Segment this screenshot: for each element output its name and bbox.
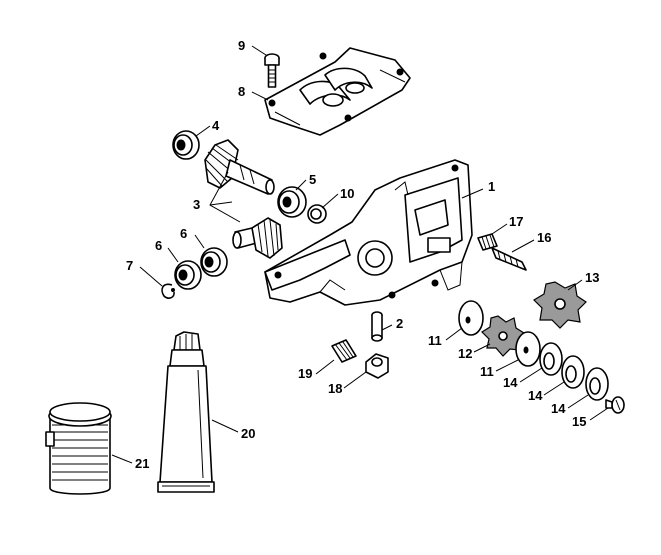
callout-17: 17 [509,214,523,229]
callout-10: 10 [340,186,354,201]
part-3-bevel-gear-upper [204,139,275,195]
part-11-washer-lower [515,331,541,367]
part-6-ball-bearing-left [174,260,202,290]
leader-lines [111,45,609,464]
part-14-shim-3 [585,367,609,401]
callout-3: 3 [193,197,200,212]
callout-16: 16 [537,230,551,245]
part-21-grease-container [45,402,112,495]
callout-labels: 9 8 4 5 10 1 3 17 6 16 6 7 13 2 11 12 19… [126,38,599,471]
part-12-sprocket [481,315,525,357]
part-16-tensioner-screw [491,247,527,271]
callout-15: 15 [572,414,586,429]
callout-4: 4 [212,118,220,133]
callout-7: 7 [126,258,133,273]
part-11-washer-upper [458,300,484,336]
callout-14-1: 14 [503,375,518,390]
callout-9: 9 [238,38,245,53]
callout-2: 2 [396,316,403,331]
callout-14-3: 14 [551,401,566,416]
callout-21: 21 [135,456,149,471]
part-3-bevel-gear-lower [232,217,283,259]
part-1-gearbox-housing [264,159,473,306]
part-4-ball-bearing [172,130,200,160]
part-8-bearing-cap [264,47,411,136]
part-14-shim-1 [539,342,563,376]
part-20-grease-tube [157,331,215,493]
part-2-pin [371,311,383,342]
callout-13: 13 [585,270,599,285]
part-7-circlip [161,283,175,299]
callout-12: 12 [458,346,472,361]
part-18-thrust-piece [365,353,389,379]
callout-20: 20 [241,426,255,441]
callout-18: 18 [328,381,342,396]
part-19-spring [331,339,357,363]
callout-19: 19 [298,366,312,381]
callout-6-left: 6 [155,238,162,253]
part-15-screw [605,396,625,414]
part-6-ball-bearing-right [200,247,228,277]
callout-11-lower: 11 [480,364,494,379]
part-17-threaded-sleeve [477,233,498,251]
callout-8: 8 [238,84,245,99]
part-9-screw [264,53,280,88]
part-10-seal-ring [307,204,327,224]
callout-11-upper: 11 [428,333,442,348]
part-13-sprocket [533,281,587,329]
callout-14-2: 14 [528,388,543,403]
callout-5: 5 [309,172,316,187]
callout-1: 1 [488,179,495,194]
part-14-shim-2 [561,355,585,389]
part-5-ball-bearing [277,186,307,218]
callout-6-right: 6 [180,226,187,241]
